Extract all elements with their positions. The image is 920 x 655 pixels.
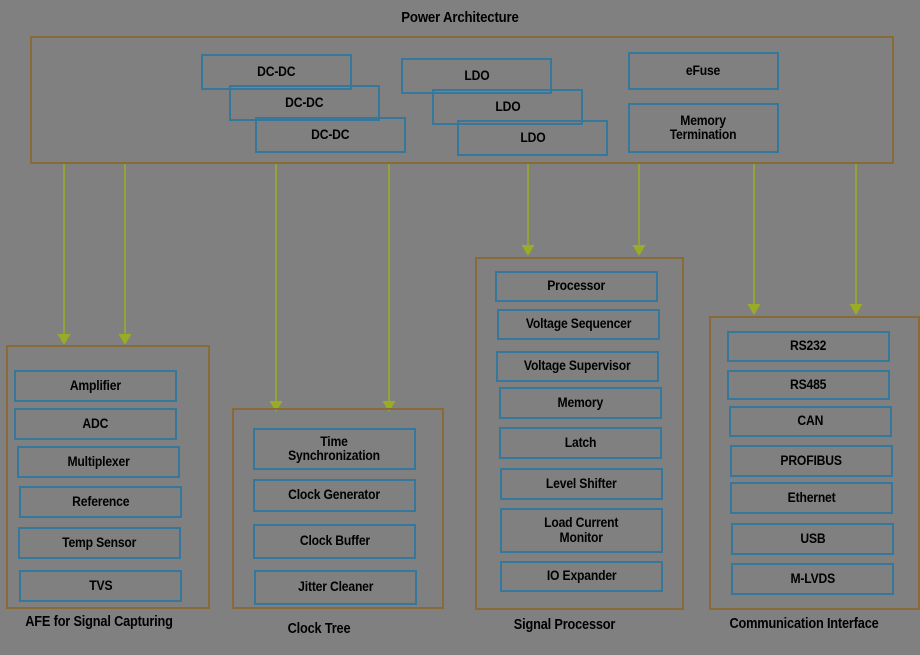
block-amplifier[interactable]: Amplifier bbox=[14, 370, 177, 402]
arrow-to-comm-1 bbox=[747, 164, 761, 315]
block-label: Time Synchronization bbox=[288, 433, 381, 463]
block-label: CAN bbox=[797, 413, 824, 429]
block-label: Memory Termination bbox=[670, 112, 737, 142]
block-label: Latch bbox=[564, 434, 597, 450]
block-label: Jitter Cleaner bbox=[297, 579, 374, 595]
block-label: LDO bbox=[519, 129, 546, 145]
block-label: Clock Generator bbox=[288, 487, 381, 503]
block-adc[interactable]: ADC bbox=[14, 408, 177, 440]
block-label: ADC bbox=[82, 415, 109, 431]
block-processor[interactable]: Processor bbox=[495, 271, 658, 302]
group-afe bbox=[6, 345, 210, 609]
block-label: Load Current Monitor bbox=[544, 515, 619, 545]
group-signal-processor bbox=[475, 257, 684, 610]
block-label: DC-DC bbox=[257, 63, 296, 79]
block-clock-buffer[interactable]: Clock Buffer bbox=[253, 524, 416, 559]
block-label: Clock Buffer bbox=[299, 533, 370, 549]
block-temp-sensor[interactable]: Temp Sensor bbox=[18, 527, 181, 559]
block-label: LDO bbox=[463, 67, 490, 83]
arrow-to-signal-2 bbox=[632, 164, 646, 256]
block-dc-dc-0[interactable]: DC-DC bbox=[201, 54, 352, 90]
block-label: DC-DC bbox=[285, 94, 324, 110]
group-communication-interface bbox=[709, 316, 920, 610]
block-reference[interactable]: Reference bbox=[19, 486, 182, 518]
block-ldo-3[interactable]: LDO bbox=[401, 58, 552, 94]
arrow-to-clock-1 bbox=[269, 164, 283, 412]
arrow-to-signal-1 bbox=[521, 164, 535, 256]
block-usb[interactable]: USB bbox=[731, 523, 894, 555]
block-label: M-LVDS bbox=[790, 570, 835, 586]
block-profibus[interactable]: PROFIBUS bbox=[730, 445, 893, 477]
caption-afe: AFE for Signal Capturing bbox=[25, 614, 173, 630]
block-ethernet[interactable]: Ethernet bbox=[730, 482, 893, 514]
block-label: Reference bbox=[71, 493, 130, 509]
block-label: Level Shifter bbox=[546, 475, 617, 491]
block-label: Memory bbox=[557, 394, 604, 410]
block-label: USB bbox=[799, 530, 826, 546]
block-io-expander[interactable]: IO Expander bbox=[500, 561, 663, 592]
block-dc-dc-2[interactable]: DC-DC bbox=[255, 117, 406, 153]
group-clock-tree bbox=[232, 408, 444, 609]
arrow-to-afe-1 bbox=[57, 164, 71, 345]
block-label: eFuse bbox=[686, 62, 721, 78]
block-latch[interactable]: Latch bbox=[499, 427, 662, 459]
block-level-shifter[interactable]: Level Shifter bbox=[500, 468, 663, 500]
block-label: Voltage Sequencer bbox=[525, 316, 632, 332]
caption-clock-tree: Clock Tree bbox=[287, 621, 351, 637]
block-label: Ethernet bbox=[787, 489, 836, 505]
block-tvs[interactable]: TVS bbox=[19, 570, 182, 602]
block-label: IO Expander bbox=[546, 568, 617, 584]
block-label: Amplifier bbox=[69, 377, 122, 393]
block-rs232[interactable]: RS232 bbox=[727, 331, 890, 362]
caption-signal-processor: Signal Processor bbox=[513, 617, 616, 633]
block-time-synchronization[interactable]: Time Synchronization bbox=[253, 428, 416, 470]
block-efuse-6[interactable]: eFuse bbox=[628, 52, 779, 90]
block-jitter-cleaner[interactable]: Jitter Cleaner bbox=[254, 570, 417, 605]
block-label: RS232 bbox=[790, 338, 827, 354]
arrow-to-afe-2 bbox=[118, 164, 132, 345]
block-label: LDO bbox=[494, 98, 521, 114]
arrow-to-comm-2 bbox=[849, 164, 863, 315]
block-load-current-monitor[interactable]: Load Current Monitor bbox=[500, 508, 663, 553]
block-clock-generator[interactable]: Clock Generator bbox=[253, 479, 416, 512]
group-power-architecture bbox=[30, 36, 894, 164]
block-ldo-4[interactable]: LDO bbox=[432, 89, 583, 125]
page-title: Power Architecture bbox=[401, 9, 519, 26]
block-ldo-5[interactable]: LDO bbox=[457, 120, 608, 156]
block-voltage-sequencer[interactable]: Voltage Sequencer bbox=[497, 309, 660, 340]
block-label: Temp Sensor bbox=[62, 534, 137, 550]
block-rs485[interactable]: RS485 bbox=[727, 370, 890, 400]
block-label: PROFIBUS bbox=[780, 452, 843, 468]
block-memory[interactable]: Memory bbox=[499, 387, 662, 419]
block-multiplexer[interactable]: Multiplexer bbox=[17, 446, 180, 478]
block-label: Multiplexer bbox=[67, 453, 130, 469]
block-label: TVS bbox=[88, 577, 113, 593]
block-voltage-supervisor[interactable]: Voltage Supervisor bbox=[496, 351, 659, 382]
block-dc-dc-1[interactable]: DC-DC bbox=[229, 85, 380, 121]
block-label: RS485 bbox=[790, 376, 827, 392]
block-can[interactable]: CAN bbox=[729, 406, 892, 437]
block-label: Processor bbox=[547, 278, 606, 294]
arrow-to-clock-2 bbox=[382, 164, 396, 412]
block-memory-termination-7[interactable]: Memory Termination bbox=[628, 103, 779, 153]
block-label: Voltage Supervisor bbox=[524, 358, 631, 374]
block-m-lvds[interactable]: M-LVDS bbox=[731, 563, 894, 595]
block-label: DC-DC bbox=[311, 126, 350, 142]
caption-communication-interface: Communication Interface bbox=[729, 616, 879, 632]
